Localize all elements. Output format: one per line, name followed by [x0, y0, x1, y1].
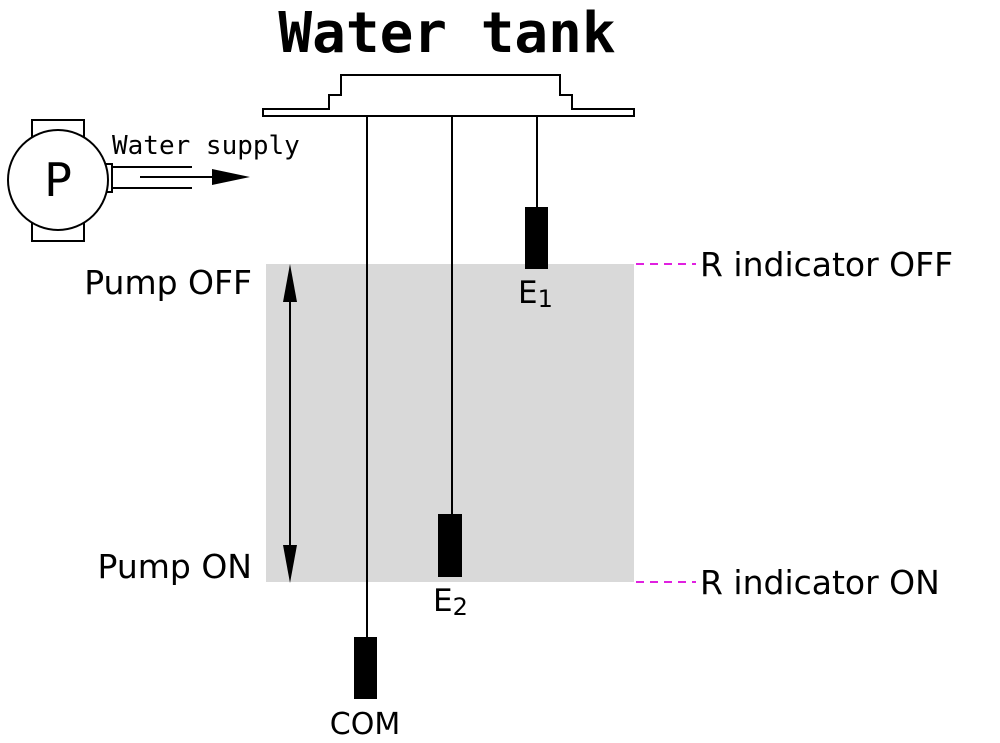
- e2-label: E2: [433, 583, 468, 621]
- pump-off-label: Pump OFF: [84, 263, 252, 302]
- com-label: COM: [330, 707, 400, 742]
- pump-range-arrowhead-up: [283, 264, 297, 302]
- tank-lid: [262, 74, 635, 117]
- indicator-off-label: R indicator OFF: [700, 245, 953, 284]
- com-probe: [354, 637, 377, 699]
- pump-symbol: P: [44, 153, 72, 207]
- indicator-on-label: R indicator ON: [700, 563, 940, 602]
- e1-label-main: E: [518, 275, 538, 311]
- pump-range-arrowhead-down: [283, 545, 297, 583]
- e1-label-sub: 1: [538, 285, 553, 313]
- diagram-title: Water tank: [278, 1, 615, 66]
- pump-body: [7, 129, 109, 231]
- supply-arrow-head: [212, 169, 250, 185]
- water-supply-label: Water supply: [112, 131, 300, 161]
- e2-probe: [438, 514, 462, 577]
- e1-label: E1: [518, 275, 553, 313]
- e2-label-main: E: [433, 583, 453, 619]
- e2-label-sub: 2: [453, 593, 468, 621]
- pump: P Water supply: [7, 119, 300, 242]
- pump-on-label: Pump ON: [98, 547, 252, 586]
- e1-probe: [525, 207, 548, 269]
